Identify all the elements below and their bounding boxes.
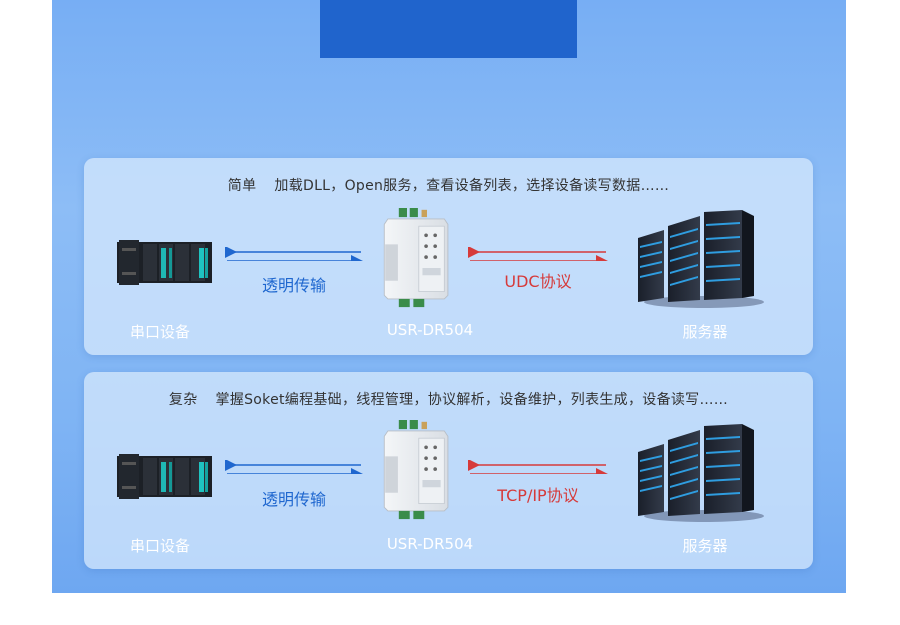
server-label: 服务器 — [682, 537, 728, 555]
transparent-link-arrow — [225, 460, 363, 474]
dr504-gateway-icon — [377, 208, 457, 308]
header-tab — [320, 0, 577, 58]
server-rack-icon — [634, 210, 764, 310]
right-link-label: UDC协议 — [504, 272, 572, 291]
right-link-label: TCP/IP协议 — [497, 486, 579, 505]
dr504-gateway-icon — [377, 420, 457, 520]
gateway-label: USR-DR504 — [386, 535, 474, 553]
serial-device-label: 串口设备 — [129, 323, 190, 341]
gateway-label: USR-DR504 — [386, 321, 474, 339]
left-link-label: 透明传输 — [261, 276, 326, 295]
panel-description: 复杂 掌握Soket编程基础，线程管理，协议解析，设备维护，列表生成，设备读写…… — [84, 389, 813, 409]
protocol-link-arrow — [468, 460, 608, 474]
plc-device-icon — [117, 240, 212, 285]
plc-device-icon — [117, 454, 212, 499]
serial-device-label: 串口设备 — [129, 537, 190, 555]
panel-keyword: 简单 — [227, 178, 257, 194]
server-rack-icon — [634, 424, 764, 524]
transparent-link-arrow — [225, 247, 363, 261]
protocol-link-arrow — [468, 247, 608, 261]
panel-desc-text: 掌握Soket编程基础，线程管理，协议解析，设备维护，列表生成，设备读写…… — [215, 392, 729, 408]
panel-desc-text: 加载DLL，Open服务，查看设备列表，选择设备读写数据…… — [274, 178, 670, 194]
panel-keyword: 复杂 — [168, 392, 198, 408]
server-label: 服务器 — [682, 323, 728, 341]
panel-description: 简单 加载DLL，Open服务，查看设备列表，选择设备读写数据…… — [84, 175, 813, 195]
left-link-label: 透明传输 — [261, 490, 326, 509]
